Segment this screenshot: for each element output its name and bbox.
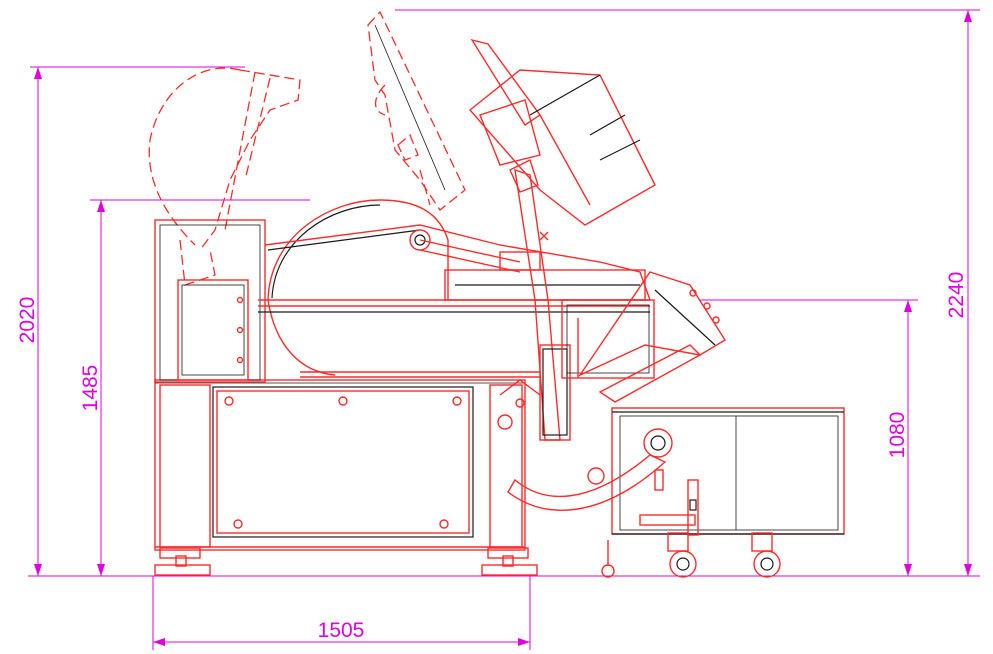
cover-arm-open-position-ghost [367,10,466,211]
trolley-wheels [601,532,781,578]
bowl-lid [264,224,651,301]
loader-column [514,168,655,441]
machine-base [154,379,526,551]
dimension-label-1505: 1505 [318,619,365,642]
dimension-label-1080: 1080 [886,412,909,459]
trolley-lock-mechanism [639,479,699,536]
machine-feet [154,547,538,576]
transport-trolley [611,407,845,535]
lifting-arm [507,428,673,511]
lid-open-position-ghost [148,67,301,286]
dimension-label-2240: 2240 [945,272,968,319]
dimension-lines [28,9,980,650]
dimension-label-2020: 2020 [16,297,39,344]
machine-frame-upper [154,219,266,383]
discharge-chute [578,271,726,403]
control-cabinet-tilted [468,38,656,226]
base-detail-marks [497,379,541,430]
dimension-label-1485: 1485 [79,365,102,412]
cutting-bowl [258,199,650,378]
